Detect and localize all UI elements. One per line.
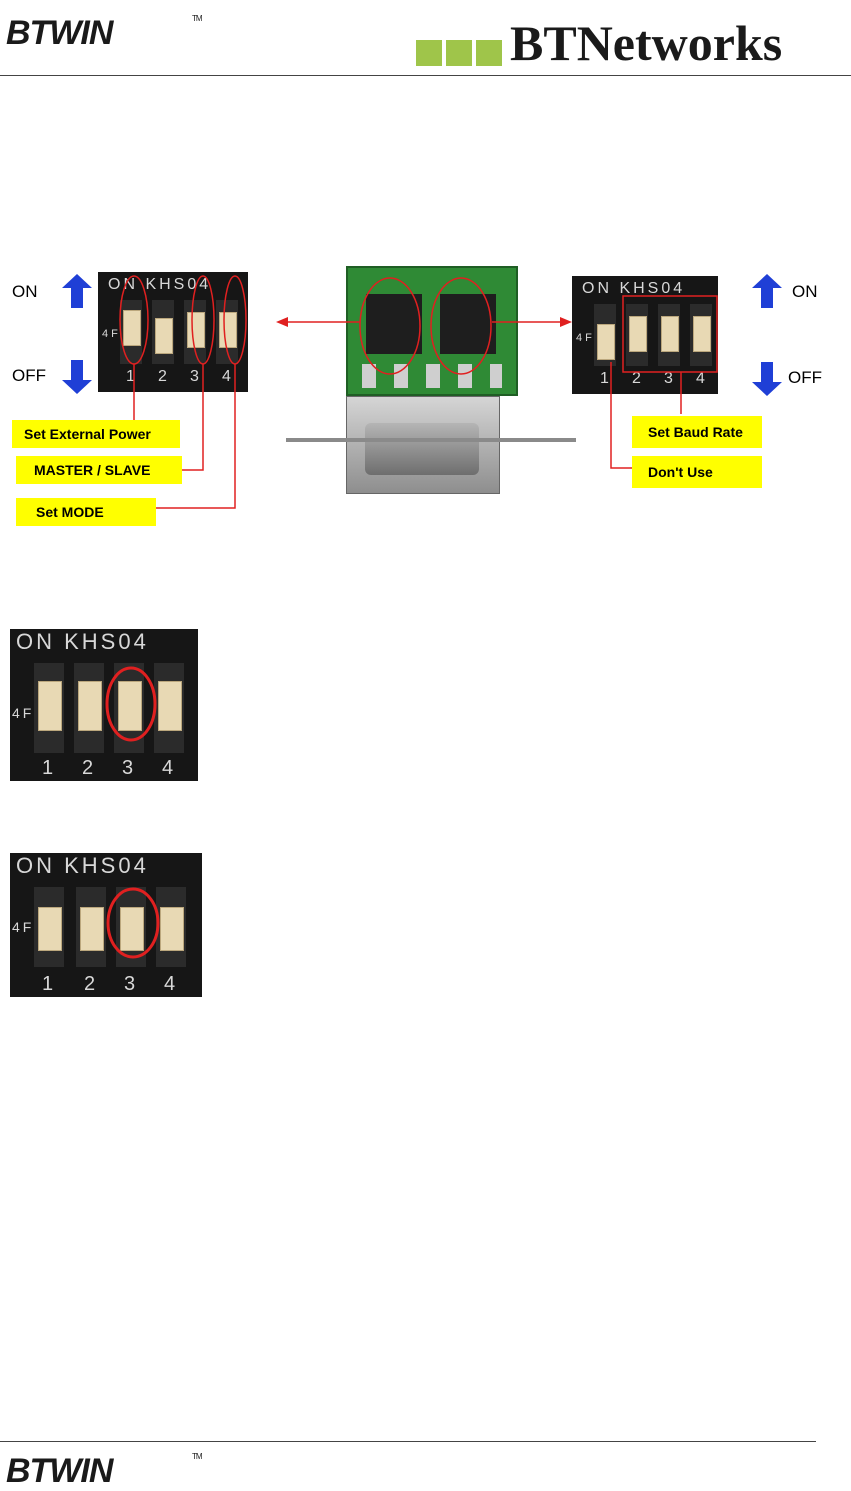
btwin-logo: BTWIN TM [6, 14, 112, 53]
brand-square-icon [446, 40, 472, 66]
dip-header-label: ON KHS04 [16, 629, 149, 655]
dip-side-label: 4F [12, 919, 34, 935]
switch-number-2: 2 [84, 973, 98, 996]
dip-side-label: 4F [12, 705, 34, 721]
switch-number-1: 1 [42, 757, 56, 780]
label-set-baud-rate: Set Baud Rate [632, 416, 762, 448]
switch-2[interactable] [80, 907, 104, 951]
btwin-logo: BTWIN TM [6, 1452, 112, 1491]
switch-number-3: 3 [124, 973, 138, 996]
brand-square-icon [416, 40, 442, 66]
switch-number-1: 1 [42, 973, 56, 996]
highlight-circle [104, 885, 162, 961]
switch-1[interactable] [38, 681, 62, 731]
label-master-slave: MASTER / SLAVE [16, 456, 182, 484]
switch-4[interactable] [160, 907, 184, 951]
dip-switch-closeup-1: ON KHS04 4F 1 2 3 4 [10, 629, 198, 781]
switch-number-2: 2 [82, 757, 96, 780]
highlight-circle [104, 665, 158, 743]
btwin-logo-text: BTWIN [6, 1452, 112, 1490]
trademark-mark: TM [192, 1452, 202, 1461]
label-dont-use: Don't Use [632, 456, 762, 488]
label-set-external-power: Set External Power [12, 420, 180, 448]
btwin-logo-text: BTWIN [6, 14, 112, 52]
dip-switch-figure: ON OFF ON KHS04 4F 1 2 3 4 ON KHS04 4F [6, 262, 836, 532]
switch-number-4: 4 [162, 757, 176, 780]
brand-square-icon [476, 40, 502, 66]
switch-number-4: 4 [164, 973, 178, 996]
btnetworks-brand: BTNetworks [510, 14, 782, 72]
callout-lines [6, 262, 836, 532]
switch-4[interactable] [158, 681, 182, 731]
header-rule [0, 75, 851, 76]
switch-1[interactable] [38, 907, 62, 951]
label-set-mode: Set MODE [16, 498, 156, 526]
footer-rule [0, 1441, 816, 1442]
dip-switch-closeup-2: ON KHS04 4F 1 2 3 4 [10, 853, 202, 997]
dip-header-label: ON KHS04 [16, 853, 149, 879]
trademark-mark: TM [192, 14, 202, 23]
switch-2[interactable] [78, 681, 102, 731]
switch-number-3: 3 [122, 757, 136, 780]
